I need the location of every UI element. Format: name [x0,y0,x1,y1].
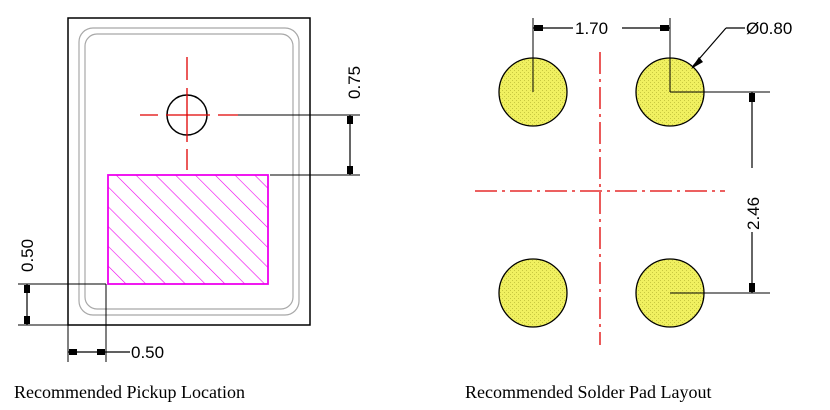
package-outer-outline [67,17,311,326]
dimension-label-0-75: 0.75 [345,66,364,99]
dimension-0-75: 0.75 [238,66,364,176]
pickup-caption: Recommended Pickup Location [14,382,245,402]
pad-layout-drawing: 1.70 Ø0.80 2.46 Recommended Solder Pad L… [465,18,792,402]
dimension-label-diameter: Ø0.80 [746,19,792,38]
port-hole [140,57,238,170]
dimension-label-1-70: 1.70 [575,19,608,38]
pickup-drawing: 0.75 0.50 0.50 Recommended Pickup Locati… [14,17,364,402]
dimension-label-0-50-horizontal: 0.50 [131,343,164,362]
package-inner-outline-1 [78,27,300,316]
dimension-label-2-46: 2.46 [744,197,763,230]
dimension-1-70: 1.70 [532,18,671,92]
dimension-0-50-horizontal: 0.50 [67,284,164,362]
dimension-0-50-vertical: 0.50 [18,239,106,326]
dimension-diameter: Ø0.80 [691,19,792,69]
dimension-2-46: 2.46 [670,91,770,294]
pickup-area [107,174,269,285]
dimension-label-0-50-vertical: 0.50 [18,239,37,272]
package-inner-outline-2 [84,33,294,310]
solder-pad-bottom-left [498,258,568,328]
pad-layout-caption: Recommended Solder Pad Layout [465,382,711,402]
